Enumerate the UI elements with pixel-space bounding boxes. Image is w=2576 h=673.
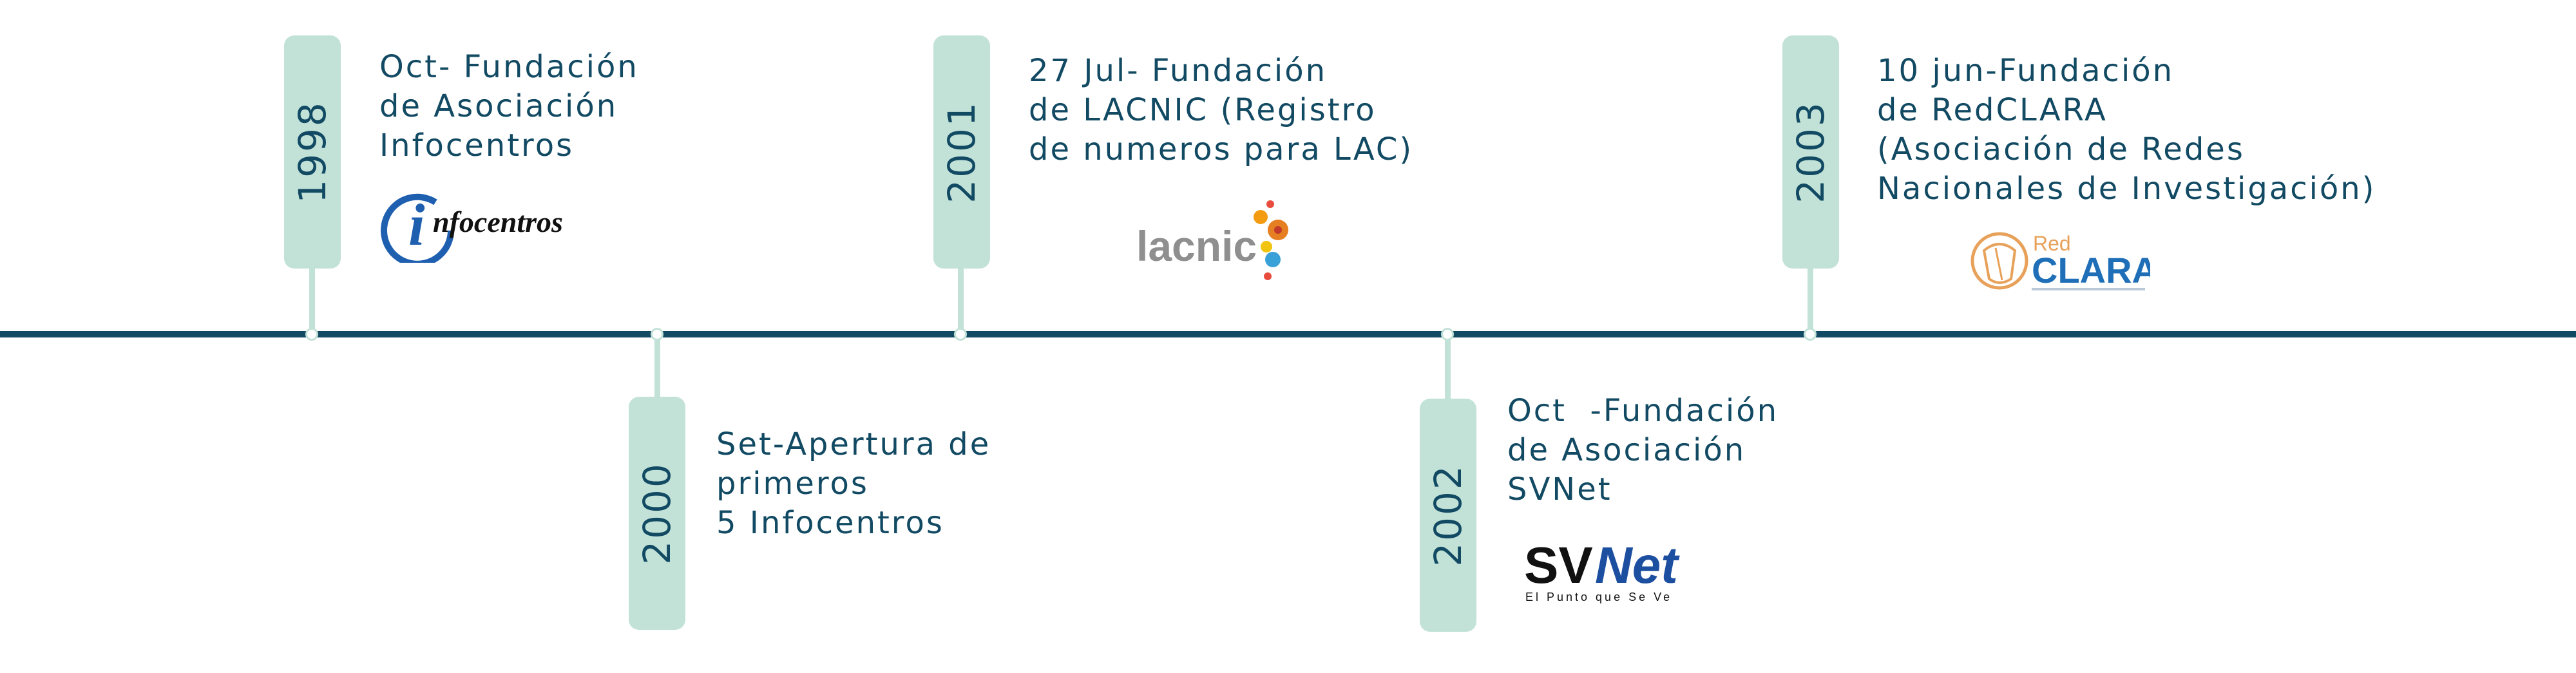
year-label-2001: 2001 bbox=[940, 100, 984, 204]
dot-2000 bbox=[651, 328, 663, 341]
infocentros-logo-mark: i bbox=[408, 192, 425, 258]
year-label-2003: 2003 bbox=[1789, 100, 1833, 204]
event-line: (Asociación de Redes bbox=[1877, 131, 2245, 167]
event-line: Oct- Fundación bbox=[379, 49, 639, 85]
stem-1998 bbox=[309, 267, 315, 331]
event-line: 5 Infocentros bbox=[716, 505, 944, 541]
event-line: 27 Jul- Fundación bbox=[1029, 53, 1328, 89]
timeline-axis bbox=[0, 331, 2576, 337]
event-line: de Asociación bbox=[1507, 432, 1746, 468]
dot-2001 bbox=[954, 328, 967, 341]
infocentros-logo-text: nfocentros bbox=[433, 205, 563, 238]
event-line: primeros bbox=[716, 466, 869, 502]
stem-2000 bbox=[654, 337, 660, 399]
event-text-2000: Set-Apertura de primeros 5 Infocentros bbox=[716, 425, 991, 543]
year-tab-2001: 2001 bbox=[933, 35, 990, 269]
svnet-logo-net: Net bbox=[1595, 538, 1680, 594]
event-line: SVNet bbox=[1507, 471, 1612, 507]
year-tab-2002: 2002 bbox=[1420, 399, 1476, 632]
infocentros-logo: i nfocentros bbox=[379, 183, 566, 267]
event-text-1998: Oct- Fundación de Asociación Infocentros bbox=[379, 48, 639, 166]
stem-2003 bbox=[1808, 267, 1813, 331]
event-line: Infocentros bbox=[379, 128, 575, 164]
redclara-logo-clara: CLARA bbox=[2032, 250, 2150, 290]
event-line: Oct -Fundación bbox=[1507, 393, 1779, 429]
stem-2001 bbox=[958, 267, 964, 331]
year-label-2000: 2000 bbox=[635, 462, 679, 565]
year-tab-1998: 1998 bbox=[284, 35, 341, 269]
event-line: Set-Apertura de bbox=[716, 426, 991, 462]
year-label-1998: 1998 bbox=[291, 100, 334, 204]
dot-2002 bbox=[1441, 328, 1454, 341]
svnet-logo-tagline: El Punto que Se Ve bbox=[1525, 591, 1672, 603]
dot-1998 bbox=[305, 328, 318, 341]
lacnic-logo-text: lacnic bbox=[1136, 222, 1257, 270]
event-line: Nacionales de Investigación) bbox=[1877, 171, 2376, 207]
redclara-logo-red: Red bbox=[2033, 232, 2071, 255]
event-line: de RedCLARA bbox=[1877, 92, 2108, 128]
dot-2003 bbox=[1804, 328, 1817, 341]
stem-2002 bbox=[1445, 337, 1451, 402]
svnet-logo: SV Net El Punto que Se Ve bbox=[1523, 536, 1710, 609]
year-label-2002: 2002 bbox=[1426, 464, 1470, 567]
event-text-2003: 10 jun-Fundación de RedCLARA (Asociación… bbox=[1877, 52, 2376, 209]
event-line: 10 jun-Fundación bbox=[1877, 53, 2175, 89]
event-line: de LACNIC (Registro bbox=[1029, 92, 1377, 128]
event-line: de numeros para LAC) bbox=[1029, 131, 1414, 167]
lacnic-logo: lacnic bbox=[1135, 196, 1296, 287]
event-text-2002: Oct -Fundación de Asociación SVNet bbox=[1507, 392, 1779, 509]
event-line: de Asociación bbox=[379, 88, 618, 124]
event-text-2001: 27 Jul- Fundación de LACNIC (Registro de… bbox=[1029, 52, 1413, 169]
year-tab-2003: 2003 bbox=[1782, 35, 1839, 269]
year-tab-2000: 2000 bbox=[629, 397, 685, 630]
svnet-logo-sv: SV bbox=[1524, 538, 1593, 594]
redclara-logo: Red CLARA bbox=[1970, 229, 2158, 297]
